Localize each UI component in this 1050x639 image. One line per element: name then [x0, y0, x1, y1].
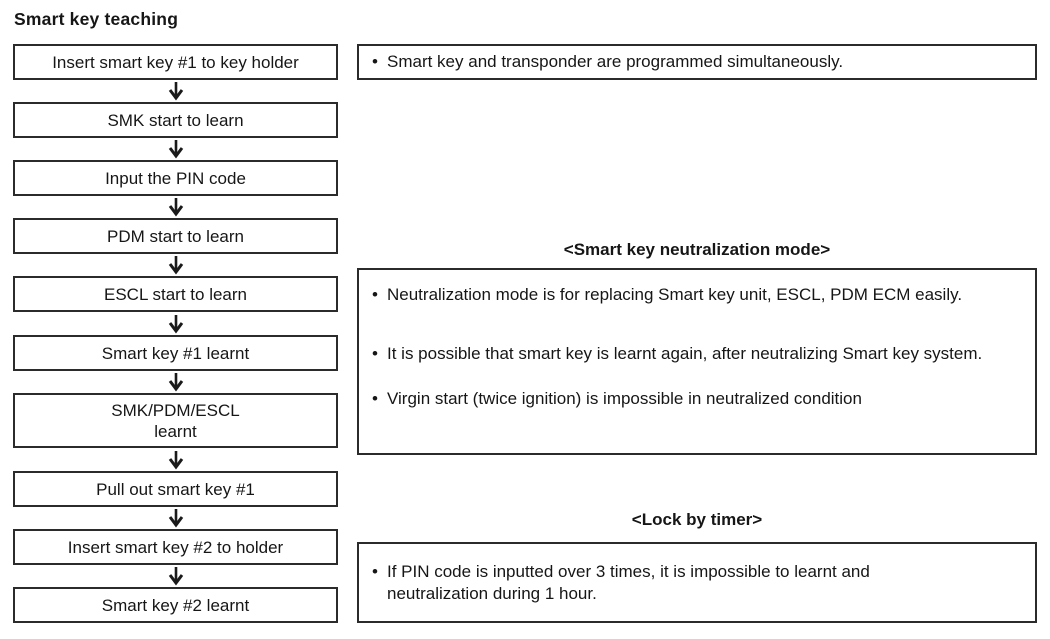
down-arrow-icon	[166, 566, 186, 586]
flow-step-escl-learn: ESCL start to learn	[13, 276, 338, 312]
neutralization-mode-heading: <Smart key neutralization mode>	[563, 240, 831, 259]
down-arrow-icon	[166, 314, 186, 334]
note-item: • Neutralization mode is for replacing S…	[372, 284, 1021, 306]
bullet-icon: •	[372, 344, 378, 363]
flow-step-pdm-learn: PDM start to learn	[13, 218, 338, 254]
bullet-icon: •	[372, 52, 378, 71]
note-item: • It is possible that smart key is learn…	[372, 343, 1021, 365]
flow-step-insert-key-1: Insert smart key #1 to key holder	[13, 44, 338, 80]
flow-step-smk-pdm-escl-learnt: SMK/PDM/ESCL learnt	[13, 393, 338, 448]
note-box-programming: • Smart key and transponder are programm…	[357, 44, 1037, 80]
note-text: It is possible that smart key is learnt …	[387, 344, 983, 363]
down-arrow-icon	[166, 139, 186, 159]
note-text: Smart key and transponder are programmed…	[387, 52, 844, 71]
note-item: • Smart key and transponder are programm…	[372, 51, 843, 73]
down-arrow-icon	[166, 81, 186, 101]
lock-by-timer-heading: <Lock by timer>	[631, 510, 763, 529]
down-arrow-icon	[166, 450, 186, 470]
down-arrow-icon	[166, 372, 186, 392]
flow-step-input-pin: Input the PIN code	[13, 160, 338, 196]
note-box-neutralization: • Neutralization mode is for replacing S…	[357, 268, 1037, 455]
bullet-icon: •	[372, 562, 378, 581]
flow-step-pull-out-key-1: Pull out smart key #1	[13, 471, 338, 507]
flow-step-key-2-learnt: Smart key #2 learnt	[13, 587, 338, 623]
flow-step-key-1-learnt: Smart key #1 learnt	[13, 335, 338, 371]
note-text: Neutralization mode is for replacing Sma…	[387, 285, 963, 304]
note-item: • Virgin start (twice ignition) is impos…	[372, 388, 1021, 410]
bullet-icon: •	[372, 389, 378, 408]
note-text: If PIN code is inputted over 3 times, it…	[387, 562, 870, 603]
down-arrow-icon	[166, 197, 186, 217]
flow-step-insert-key-2: Insert smart key #2 to holder	[13, 529, 338, 565]
note-item: • If PIN code is inputted over 3 times, …	[372, 561, 1021, 605]
down-arrow-icon	[166, 508, 186, 528]
bullet-icon: •	[372, 285, 378, 304]
page-title: Smart key teaching	[14, 9, 179, 29]
flow-step-smk-learn: SMK start to learn	[13, 102, 338, 138]
note-text: Virgin start (twice ignition) is impossi…	[387, 389, 862, 408]
note-box-lock-by-timer: • If PIN code is inputted over 3 times, …	[357, 542, 1037, 623]
down-arrow-icon	[166, 255, 186, 275]
